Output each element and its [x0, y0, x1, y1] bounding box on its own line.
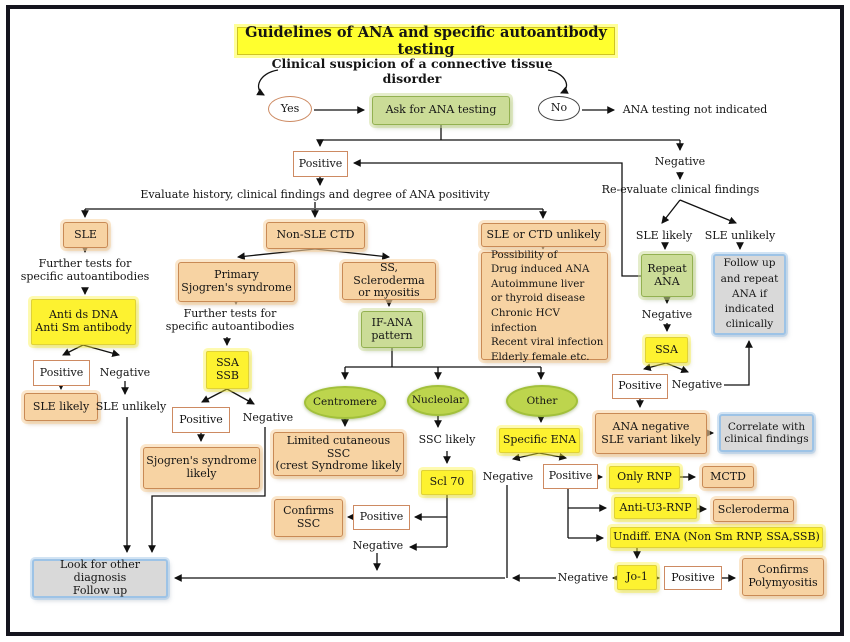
- primary-sjogren-node: Primary Sjogren's syndrome: [178, 262, 295, 302]
- negative-repeat-label: Negative: [641, 307, 693, 321]
- clinical-suspicion-label: Clinical suspicion of a connective tissu…: [271, 56, 553, 86]
- further-tests-mid-label: Further tests for specific autoantibodie…: [165, 307, 295, 333]
- title-banner: Guidelines of ANA and specific autoantib…: [237, 24, 615, 58]
- ana-not-indicated-label: ANA testing not indicated: [622, 102, 768, 116]
- positive-main-node: Positive: [293, 151, 348, 177]
- positive-ssa-right-node: Positive: [612, 374, 668, 399]
- undiff-ena-node: Undiff. ENA (Non Sm RNP, SSA,SSB): [610, 527, 823, 548]
- reevaluate-label: Re-evaluate clinical findings: [601, 182, 760, 196]
- positive-ena-node: Positive: [543, 464, 598, 489]
- centromere-oval: Centromere: [304, 386, 386, 419]
- non-sle-ctd-node: Non-SLE CTD: [266, 222, 365, 249]
- anti-u3-rnp-node: Anti-U3-RNP: [614, 497, 697, 519]
- mctd-node: MCTD: [702, 466, 754, 488]
- sle-node: SLE: [63, 222, 108, 248]
- possibility-node: Possibility of Drug induced ANA Autoimmu…: [481, 249, 608, 363]
- negative-main-label: Negative: [654, 154, 706, 168]
- jo1-node: Jo-1: [617, 565, 657, 590]
- ssa-ssb-node: SSA SSB: [206, 351, 249, 389]
- sle-likely-right-label: SLE likely: [635, 228, 693, 242]
- sjogren-likely-node: Sjogren's syndrome likely: [143, 447, 260, 489]
- specific-ena-node: Specific ENA: [499, 428, 580, 453]
- followup-repeat-node: Follow up and repeat ANA if indicated cl…: [713, 254, 786, 335]
- negative-scl-label: Negative: [352, 538, 404, 552]
- negative-ssa-right-label: Negative: [671, 377, 723, 391]
- repeat-ana-node: Repeat ANA: [641, 254, 693, 297]
- positive-left-node: Positive: [33, 360, 90, 386]
- negative-left-label: Negative: [99, 365, 151, 379]
- no-node: No: [538, 96, 580, 121]
- ssc-likely-label: SSC likely: [418, 432, 476, 446]
- sle-likely-left-node: SLE likely: [24, 393, 98, 421]
- ask-ana-testing-node: Ask for ANA testing: [372, 96, 510, 125]
- other-oval: Other: [506, 385, 578, 417]
- confirms-polymyositis-node: Confirms Polymyositis: [742, 558, 824, 596]
- further-tests-left-label: Further tests for specific autoantibodie…: [20, 257, 150, 283]
- look-other-diagnosis-node: Look for other diagnosis Follow up: [32, 558, 168, 598]
- nucleolar-oval: Nucleolar: [407, 385, 469, 416]
- only-rnp-node: Only RNP: [609, 466, 680, 489]
- ana-negative-variant-node: ANA negative SLE variant likely: [595, 413, 707, 454]
- if-ana-pattern-node: IF-ANA pattern: [361, 311, 423, 348]
- scl70-node: Scl 70: [421, 470, 473, 495]
- negative-ssa-label: Negative: [242, 410, 294, 424]
- negative-ena-label: Negative: [482, 469, 534, 483]
- sle-unlikely-left-label: SLE unlikely: [95, 399, 167, 413]
- positive-scl-node: Positive: [353, 505, 410, 530]
- negative-jo1-label: Negative: [557, 570, 609, 584]
- sle-or-ctd-unlikely-node: SLE or CTD unlikely: [481, 223, 606, 247]
- scleroderma-node: Scleroderma: [713, 499, 794, 522]
- correlate-node: Correlate with clinical findings: [719, 414, 814, 452]
- yes-node: Yes: [268, 96, 312, 122]
- confirms-ssc-node: Confirms SSC: [274, 499, 343, 537]
- positive-ssa-node: Positive: [172, 407, 230, 433]
- sle-unlikely-right-label: SLE unlikely: [704, 228, 776, 242]
- ssa-right-node: SSA: [645, 337, 688, 363]
- evaluate-history-label: Evaluate history, clinical findings and …: [140, 188, 490, 202]
- anti-dsdna-sm-node: Anti ds DNA Anti Sm antibody: [31, 299, 136, 345]
- ss-scleroderma-node: SS, Scleroderma or myositis: [342, 261, 436, 300]
- positive-jo1-node: Positive: [664, 566, 722, 590]
- limited-ssc-node: Limited cutaneous SSC (crest Syndrome li…: [273, 432, 404, 476]
